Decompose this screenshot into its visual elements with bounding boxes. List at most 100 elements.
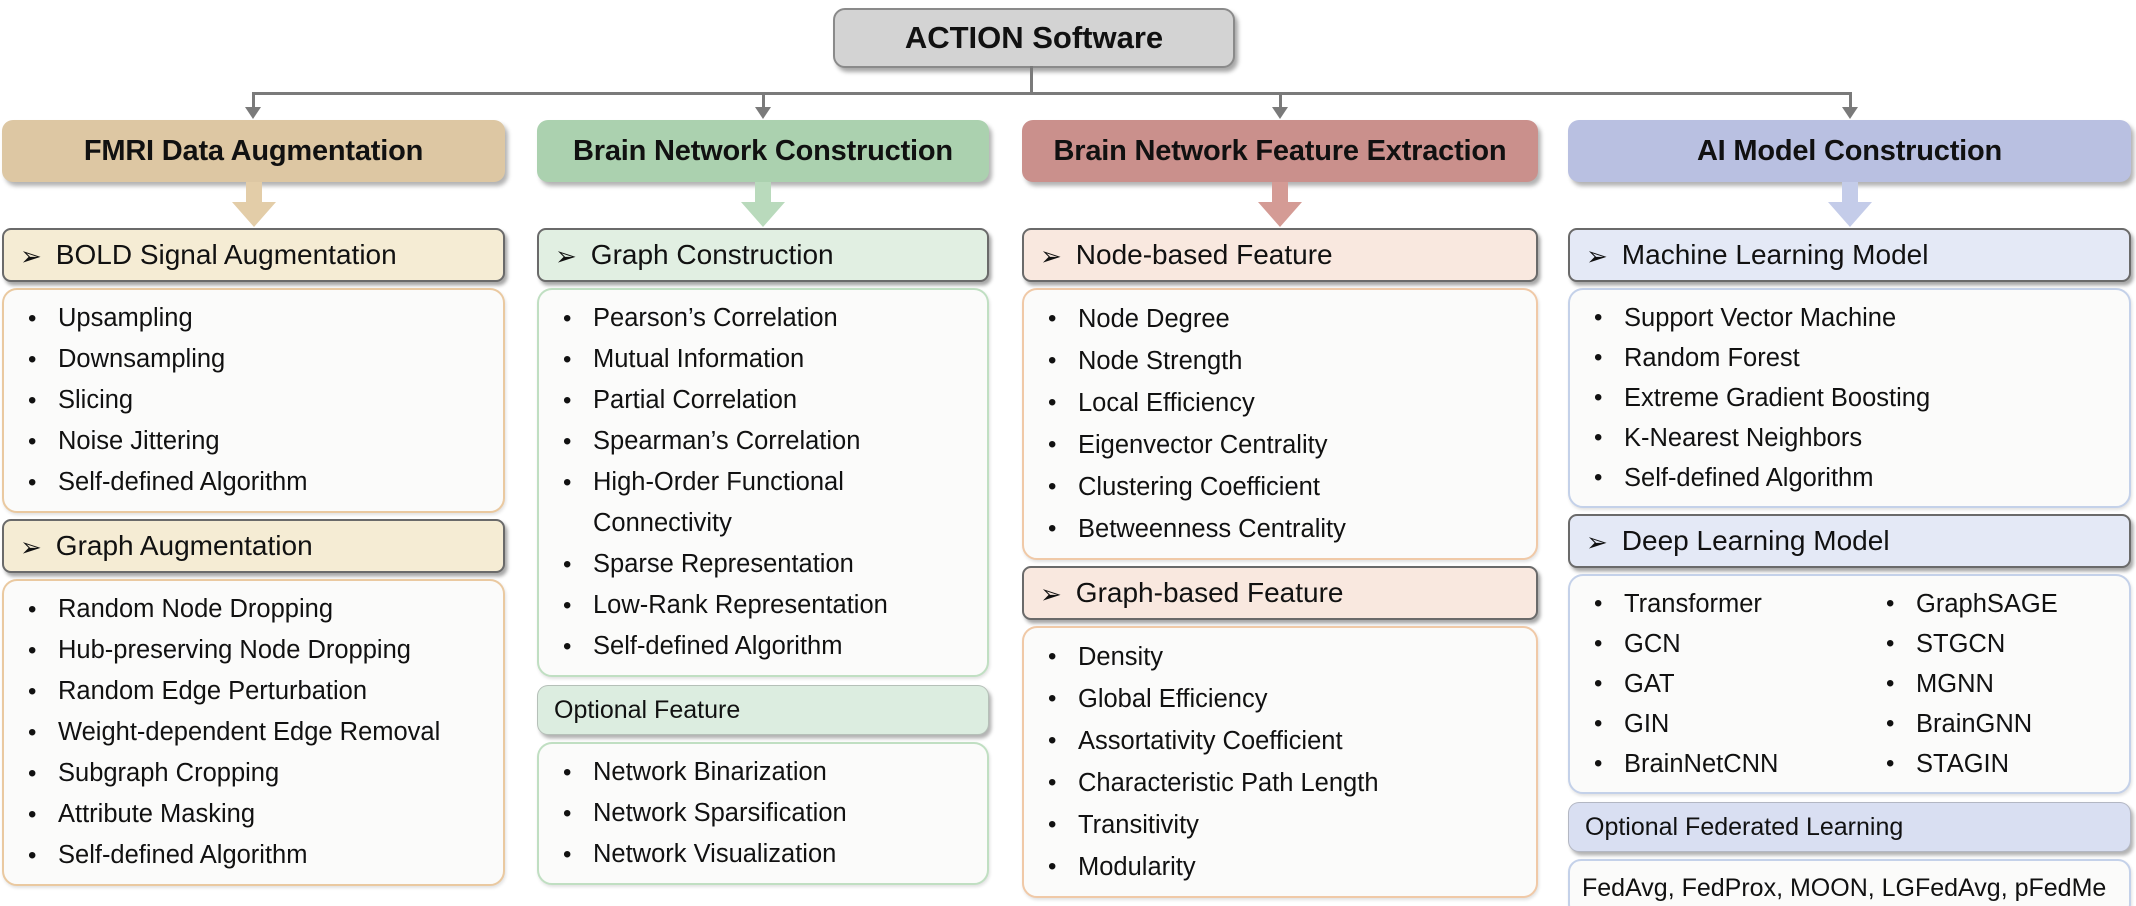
list-item-label: Random Node Dropping	[58, 595, 333, 623]
connector-vertical	[1030, 66, 1033, 93]
bullet-icon: •	[563, 428, 572, 455]
list-item-label: Network Sparsification	[593, 799, 847, 827]
column-brain-network-feature-extraction: Brain Network Feature Extraction ➢ Node-…	[1022, 120, 1538, 898]
machine-learning-model-list: •Support Vector Machine•Random Forest•Ex…	[1568, 288, 2131, 508]
subsection-label: BOLD Signal Augmentation	[55, 239, 397, 270]
list-item: •Self-defined Algorithm	[8, 462, 499, 503]
bullet-icon: •	[28, 801, 37, 828]
list-item-label: STAGIN	[1916, 750, 2010, 778]
graph-construction-list: •Pearson’s Correlation•Mutual Informatio…	[537, 288, 989, 677]
bullet-icon: •	[28, 305, 37, 332]
list-item-label: Node Strength	[1078, 347, 1243, 375]
list-item: •Low-Rank Representation	[543, 585, 983, 626]
bullet-icon: •	[1048, 685, 1057, 712]
federated-learning-methods: FedAvg, FedProx, MOON, LGFedAvg, pFedMe	[1568, 859, 2131, 906]
bullet-icon: •	[1048, 431, 1057, 458]
list-item: •STGCN	[1866, 624, 2125, 664]
bullet-icon: •	[28, 428, 37, 455]
arrowhead-marker-icon: ➢	[20, 241, 42, 271]
list-item-label: Low-Rank Representation	[593, 591, 888, 619]
list-item: • Support Vector Machine	[1574, 298, 2125, 338]
list-item: •Noise Jittering	[8, 421, 499, 462]
node-based-feature-list: •Node Degree•Node Strength•Local Efficie…	[1022, 288, 1538, 560]
list-item-label: Partial Correlation	[593, 386, 798, 414]
list-item: • K-Nearest Neighbors	[1574, 418, 2125, 458]
list-item: •Hub-preserving Node Dropping	[8, 630, 499, 671]
bullet-icon: •	[563, 551, 572, 578]
connector-stub	[1849, 94, 1852, 108]
list-item-label: K-Nearest Neighbors	[1624, 424, 1863, 452]
list-item-label: Eigenvector Centrality	[1078, 431, 1328, 459]
down-arrow-icon	[231, 182, 277, 228]
arrowhead-icon	[245, 107, 261, 119]
arrowhead-icon	[755, 107, 771, 119]
list-item: •Node Strength	[1028, 340, 1532, 382]
subsection-header-graph-augmentation: ➢ Graph Augmentation	[2, 519, 505, 573]
bullet-icon: •	[1048, 811, 1057, 838]
list-item: •Characteristic Path Length	[1028, 762, 1532, 804]
connector-stub	[1279, 94, 1282, 108]
list-item-label: Slicing	[58, 386, 134, 414]
bullet-icon: •	[1048, 769, 1057, 796]
bullet-icon: •	[28, 719, 37, 746]
subsection-label: Machine Learning Model	[1621, 239, 1929, 270]
subsection-header-machine-learning-model: ➢ Machine Learning Model	[1568, 228, 2131, 282]
subsection-label: Node-based Feature	[1075, 239, 1333, 270]
list-item-label: Betweenness Centrality	[1078, 515, 1346, 543]
list-item: • Attribute Masking	[8, 794, 499, 835]
list-item: • Random Node Dropping	[8, 589, 499, 630]
bullet-icon: •	[1594, 344, 1603, 371]
list-item-label: Hub-preserving Node Dropping	[58, 636, 411, 664]
list-item: •Global Efficiency	[1028, 678, 1532, 720]
list-item-label: Extreme Gradient Boosting	[1624, 384, 1931, 412]
bullet-icon: •	[28, 346, 37, 373]
subsection-header-bold-signal-augmentation: ➢ BOLD Signal Augmentation	[2, 228, 505, 282]
list-item: • Downsampling	[8, 339, 499, 380]
bullet-icon: •	[563, 759, 572, 786]
list-item-label: MGNN	[1916, 670, 1994, 698]
list-item-label: Attribute Masking	[58, 800, 256, 828]
list-item: •Weight-dependent Edge Removal	[8, 712, 499, 753]
list-item: •Upsampling	[8, 298, 499, 339]
list-item: • Eigenvector Centrality	[1028, 424, 1532, 466]
list-item-label: Random Edge Perturbation	[58, 677, 368, 705]
list-item: •BrainGNN	[1866, 704, 2125, 744]
list-item-label: Random Forest	[1624, 344, 1800, 372]
subsection-label: Graph Construction	[590, 239, 834, 270]
list-item: •Pearson’s Correlation	[543, 298, 983, 339]
list-item: •Self-defined Algorithm	[1574, 458, 2125, 498]
list-item: •Network Sparsification	[543, 793, 983, 834]
bullet-icon: •	[1594, 590, 1603, 617]
list-item: • Slicing	[8, 380, 499, 421]
list-item-label: Downsampling	[58, 345, 226, 373]
list-item-label: Pearson’s Correlation	[593, 304, 838, 332]
bullet-icon: •	[563, 346, 572, 373]
subsection-header-graph-based-feature: ➢ Graph-based Feature	[1022, 566, 1538, 620]
bullet-icon: •	[563, 469, 572, 496]
bullet-icon: •	[1048, 389, 1057, 416]
column-fmri-data-augmentation: FMRI Data Augmentation ➢ BOLD Signal Aug…	[2, 120, 505, 886]
bullet-icon: •	[1048, 727, 1057, 754]
list-item: •Extreme Gradient Boosting	[1574, 378, 2125, 418]
bullet-icon: •	[1594, 750, 1603, 777]
root-node: ACTION Software	[833, 8, 1235, 68]
optional-federated-learning-header: Optional Federated Learning	[1568, 802, 2131, 852]
bullet-icon: •	[28, 387, 37, 414]
bullet-icon: •	[1594, 424, 1603, 451]
bullet-icon: •	[1886, 670, 1895, 697]
bullet-icon: •	[1594, 710, 1603, 737]
bullet-icon: •	[1594, 670, 1603, 697]
bullet-icon: •	[1594, 304, 1603, 331]
bullet-icon: •	[28, 596, 37, 623]
bullet-icon: •	[563, 387, 572, 414]
bullet-icon: •	[28, 842, 37, 869]
list-item: •High-Order Functional Connectivity	[543, 462, 983, 544]
list-item: • Partial Correlation	[543, 380, 983, 421]
list-item: •Modularity	[1028, 846, 1532, 888]
graph-based-feature-list: •Density•Global Efficiency•Assortativity…	[1022, 626, 1538, 898]
bullet-icon: •	[1048, 643, 1057, 670]
column-ai-model-construction: AI Model Construction ➢ Machine Learning…	[1568, 120, 2131, 906]
list-item-label: Support Vector Machine	[1624, 304, 1897, 332]
subsection-header-node-based-feature: ➢ Node-based Feature	[1022, 228, 1538, 282]
